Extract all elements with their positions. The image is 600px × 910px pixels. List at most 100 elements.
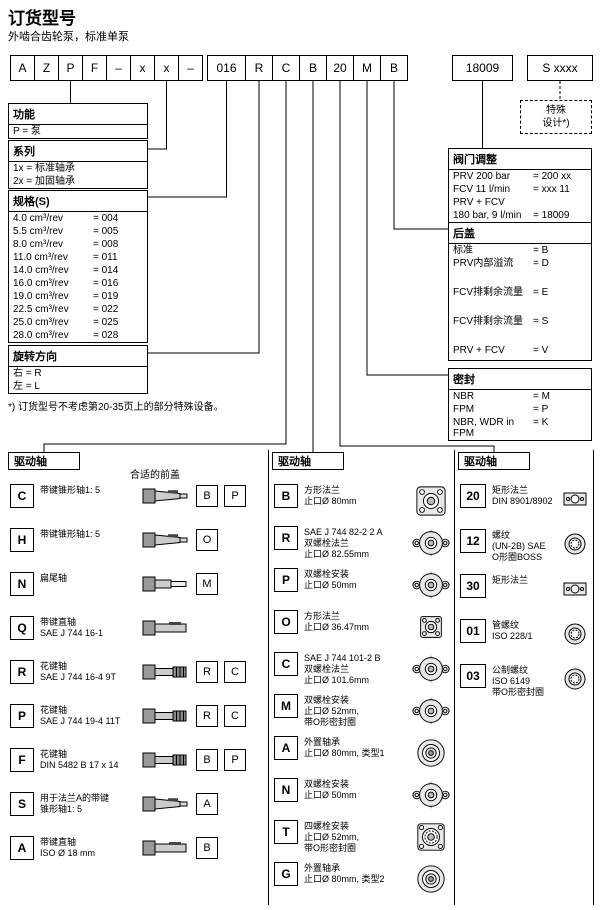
table-row: 5.5 cm³/rev= 005 [9, 225, 147, 238]
size-table-header: 规格(S) [9, 191, 147, 212]
two-bolt-flange-icon [412, 779, 450, 811]
cover-code-box: C [224, 661, 246, 683]
shaft-row: F 花键轴 DIN 5482 B 17 x 14 B P [10, 748, 262, 790]
code-box-flange: B [299, 55, 327, 81]
table-row: NBR= M [449, 390, 591, 403]
port-code-box: 03 [460, 664, 486, 688]
flange-code-box: T [274, 820, 298, 844]
tapered-key-shaft-icon [142, 531, 194, 549]
splined-shaft-icon [142, 663, 194, 681]
flange-row: T 四螺栓安装 止口Ø 52mm, 带O形密封圈 [274, 820, 450, 862]
flange-description: 双螺栓安装 止口Ø 50mm [304, 569, 357, 590]
valve-label: PRV 200 bar [453, 171, 511, 182]
seal-code: = P [533, 404, 549, 415]
port-description: 矩形法兰 DIN 8901/8902 [492, 485, 553, 506]
code-box-function: P [58, 55, 83, 81]
rear-cover-label: PRV内部溢流 [453, 258, 514, 269]
connector-line [148, 81, 227, 198]
connector-line [43, 81, 287, 452]
table-row: 14.0 cm³/rev = 014 [9, 264, 147, 277]
flange-description: 双螺栓安装 止口Ø 52mm, 带O形密封圈 [304, 695, 360, 727]
shaft-description: 带键锥形轴1: 5 [40, 529, 101, 539]
table-row: 2x = 加固轴承 [13, 176, 75, 187]
code-group-prefix: A Z P F – x x – [10, 55, 203, 81]
valve-code: = 200 xx [533, 171, 572, 182]
flange-description: 双螺栓安装 止口Ø 50mm [304, 779, 357, 800]
port-row: 01 管螺纹 ISO 228/1 [460, 619, 590, 663]
flange-row: M 双螺栓安装 止口Ø 52mm, 带O形密封圈 [274, 694, 450, 736]
straight-key-shaft-icon [142, 619, 194, 637]
rear-cover-label: 标准 [453, 245, 473, 256]
rear-cover-code: = S [533, 316, 549, 327]
size-table: 规格(S) 4.0 cm³/rev= 004 5.5 cm³/rev= 005 … [8, 190, 148, 343]
code-box-seal: M [353, 55, 381, 81]
splined-shaft-icon [142, 707, 194, 725]
table-row: 16.0 cm³/rev= 016 [9, 277, 147, 290]
size-label: 14.0 cm³/rev [13, 265, 69, 276]
straight-key-shaft-icon [142, 839, 194, 857]
rear-cover-code: = V [533, 345, 549, 356]
seal-table-header: 密封 [449, 369, 591, 390]
shaft-description: 带键直轴 SAE J 744 16-1 [40, 617, 104, 638]
valve-label: 180 bar, 9 l/min [453, 210, 522, 221]
flange-description: SAE J 744 101-2 B 双螺栓法兰 止口Ø 101.6mm [304, 653, 381, 685]
threaded-port-icon [562, 531, 588, 557]
code-box-dash: – [106, 55, 131, 81]
rect-port-flange-icon [562, 486, 588, 512]
size-label: 5.5 cm³/rev [13, 226, 64, 237]
table-row: 8.0 cm³/rev = 008 [9, 238, 147, 251]
cover-code-box: R [196, 661, 218, 683]
series-table-header: 系列 [9, 141, 147, 162]
shaft-description: 带键直轴 ISO Ø 18 mm [40, 837, 96, 858]
flange-code-box: O [274, 610, 298, 634]
shaft-description: 带键锥形轴1: 5 [40, 485, 101, 495]
code-box-dash: – [178, 55, 203, 81]
outboard-bearing-icon [412, 737, 450, 769]
shaft-row: N 扁尾轴 M [10, 572, 262, 614]
square-flange-icon [412, 485, 450, 517]
table-row: 右 = R [13, 368, 42, 379]
table-row: PRV 200 bar = 200 xx [449, 170, 591, 183]
size-code: = 016 [93, 278, 119, 289]
size-code: = 022 [93, 304, 119, 315]
code-box-shaft: C [272, 55, 300, 81]
page-title: 订货型号 [8, 9, 76, 28]
shaft-code-box: A [10, 836, 34, 860]
rear-cover-table: 后盖 标准= B PRV内部溢流= D FCV排剩余流量= E FCV排剩余流量… [448, 222, 592, 361]
series-table: 系列 1x = 标准轴承 2x = 加固轴承 [8, 140, 148, 189]
connector-line [339, 81, 495, 452]
shaft-description: 扁尾轴 [40, 573, 68, 583]
code-box-size: 016 [207, 55, 246, 81]
column-divider [454, 450, 455, 905]
table-row: FPM= P [449, 403, 591, 416]
two-bolt-flange-icon [412, 527, 450, 559]
seal-code: = K [533, 417, 549, 428]
shaft-code-box: S [10, 792, 34, 816]
shaft-description: 花键轴 SAE J 744 19-4 11T [40, 705, 121, 726]
port-code-box: 12 [460, 529, 486, 553]
code-box: A [10, 55, 35, 81]
code-box-special-design: S xxxx [527, 55, 593, 81]
code-box-series-x: x [154, 55, 179, 81]
size-code: = 008 [93, 239, 119, 250]
flange-row: N 双螺栓安装 止口Ø 50mm [274, 778, 450, 820]
code-box: Z [34, 55, 59, 81]
rotation-table: 旋转方向 右 = R 左 = L [8, 345, 148, 394]
shaft-code-box: F [10, 748, 34, 772]
table-row: NBR, WDR in FPM= K [449, 416, 591, 440]
special-design-line: 特殊 [546, 105, 566, 116]
port-code-box: 30 [460, 574, 486, 598]
size-code: = 014 [93, 265, 119, 276]
shaft-column-header: 驱动轴 [8, 452, 80, 470]
table-row: FCV 11 l/min= xxx 11 [449, 183, 591, 196]
size-code: = 004 [93, 213, 119, 224]
cover-code-box: R [196, 705, 218, 727]
shaft-row: S 用于法兰A的带键 锥形轴1: 5 A [10, 792, 262, 834]
port-row: 20 矩形法兰 DIN 8901/8902 [460, 484, 590, 528]
size-label: 28.0 cm³/rev [13, 330, 69, 341]
size-label: 22.5 cm³/rev [13, 304, 69, 315]
size-label: 8.0 cm³/rev [13, 239, 64, 250]
port-description: 螺纹 (UN-2B) SAE O形圈BOSS [492, 530, 546, 562]
table-row: FCV排剩余流量= E [449, 286, 591, 299]
